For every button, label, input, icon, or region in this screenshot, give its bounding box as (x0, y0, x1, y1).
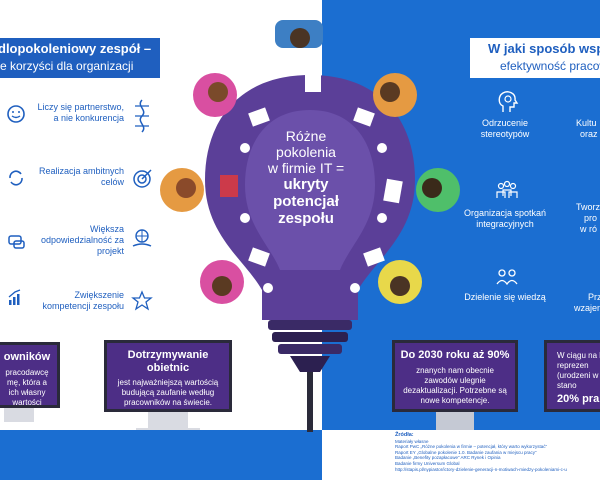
left-title: dlopokoleniowy zespół – (0, 41, 152, 56)
source-line: Raport PwC „Różne pokolenia w firmie – p… (395, 444, 548, 450)
sources-block: Źródła: Materiały własne Raport PwC „Róż… (395, 432, 595, 472)
bulb-emphasis-1: ukryty (283, 176, 329, 193)
monitor-employees-body: pracodawcę mę, która a ich własny wartoś… (5, 368, 49, 407)
bulb-line-3: w firmie IT = (267, 160, 345, 176)
bulb-emphasis-2: potencjał (273, 193, 339, 210)
group-icon (496, 180, 518, 198)
monitor-employees: owników pracodawcę mę, która a ich własn… (0, 342, 60, 408)
cut-label: Kultu (576, 118, 597, 128)
cut-label: w ró (580, 224, 598, 234)
monitor-stand (4, 408, 34, 422)
right-header-band: W jaki sposób wsp efektywność pracown (470, 38, 600, 78)
bulb-emphasis-3: zespołu (278, 210, 334, 227)
bulb-line-1: Różne (285, 128, 327, 144)
bulb-line-2: pokolenia (276, 144, 336, 160)
monitor-20-percent-body: W ciągu na lat reprezen (urodzeni w stan… (557, 351, 600, 390)
stars-icon (131, 290, 153, 311)
monitor-promises: Dotrzymywanie obietnic jest najważniejsz… (104, 340, 232, 412)
benefit-competence: Zwiększenie kompetencji zespołu (42, 290, 124, 311)
target-icon (133, 169, 152, 188)
source-line: Badanie „Benefity pozapłacowe” ARC Rynek… (395, 455, 501, 461)
benefit-partnership: Liczy się partnerstwo, a nie konkurencja (37, 102, 124, 123)
cut-label: pro (584, 213, 598, 223)
person-green (416, 168, 460, 212)
monitor-stand (436, 412, 474, 430)
feature-knowledge: Dzielenie się wiedzą (464, 292, 546, 302)
source-line: Badanie firmy Universum Global (395, 460, 460, 466)
person-orange-left (160, 168, 204, 212)
sharing-icon (496, 269, 518, 286)
right-title: W jaki sposób wsp (488, 41, 600, 56)
person-top (275, 20, 323, 48)
source-line: http://stapis.pl/nypiastor/ictory-dziele… (395, 466, 567, 472)
smile-icon (7, 105, 25, 123)
source-line: Raport EY „Globalne pokolenie 1.0. Badan… (395, 449, 537, 455)
person-orange-right (373, 73, 417, 117)
cut-label: oraz (580, 129, 598, 139)
head-gears-icon (498, 91, 519, 112)
bottom-band-left (0, 430, 322, 480)
benefit-responsibility: Większa odpowiedzialność za projekt (40, 224, 124, 256)
benefit-goals: Realizacja ambitnych celów (38, 166, 124, 187)
feature-integration: Organizacja spotkań integracyjnych (463, 208, 547, 229)
person-pink (193, 73, 237, 117)
monitor-promises-heading: Dotrzymywanie obietnic (127, 349, 209, 374)
monitor-20-percent: W ciągu na lat reprezen (urodzeni w stan… (544, 340, 600, 412)
source-line: Materiały własne (395, 438, 429, 444)
monitor-20-percent-heading: 20% pra (557, 393, 600, 405)
monitor-2030-heading: Do 2030 roku aż 90% (400, 349, 510, 361)
left-header-band: dlopokoleniowy zespół – e korzyści dla o… (0, 38, 160, 78)
person-pink-bottom (200, 260, 244, 304)
monitor-promises-body: jest najważniejszą wartością budującą za… (117, 378, 219, 407)
cut-label: Tworz (576, 202, 600, 212)
bulb-headline: Różne pokolenia w firmie IT = ukryty pot… (262, 128, 350, 227)
cut-label: wzajem (574, 303, 600, 313)
monitor-employees-heading: owników (3, 351, 51, 363)
monitor-2030-body: znanych nam obecnie zawodów ulegnie deza… (403, 366, 507, 405)
lightbulb-meeting-illustration (160, 20, 460, 432)
globe-hand-icon (132, 229, 152, 247)
handshake-icon (135, 99, 149, 133)
person-yellow (378, 260, 422, 304)
cut-label: Prz (588, 292, 600, 302)
bottom-band-right (322, 430, 600, 480)
sources-heading: Źródła: (395, 432, 414, 438)
refresh-icon (9, 170, 23, 186)
growth-chart-icon (8, 289, 21, 305)
monitor-2030: Do 2030 roku aż 90% znanych nam obecnie … (392, 340, 518, 412)
monitor-stand (148, 412, 188, 430)
chat-icon (8, 235, 25, 249)
right-subtitle: efektywność pracown (500, 59, 600, 73)
feature-stereotypes: Odrzucenie stereotypów (480, 118, 530, 139)
left-subtitle: e korzyści dla organizacji (0, 59, 134, 73)
